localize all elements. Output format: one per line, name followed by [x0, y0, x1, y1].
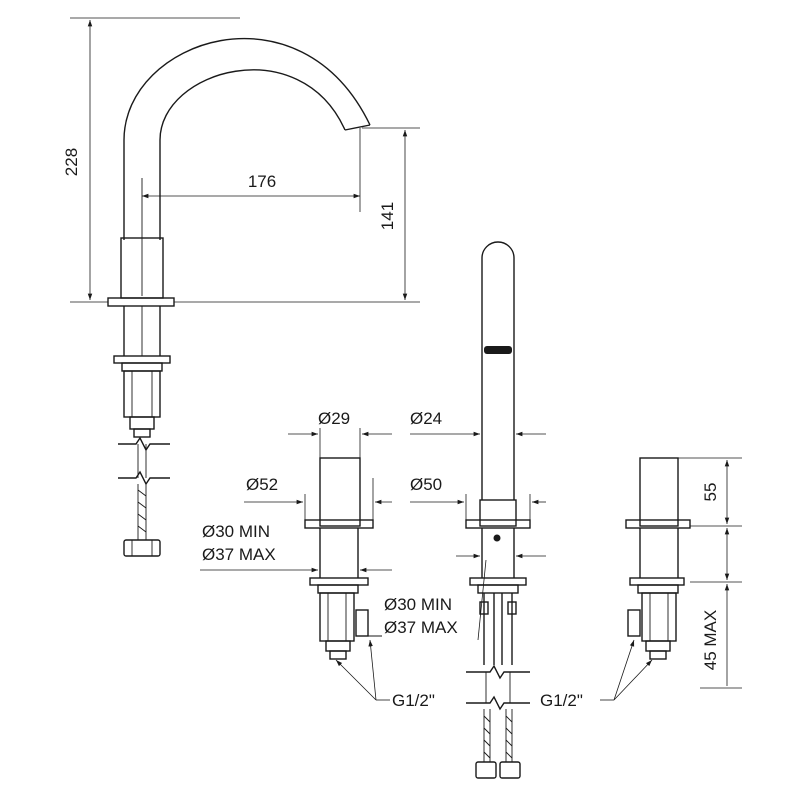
dim-141-label: 141 [378, 202, 397, 230]
dim-d50-label: Ø50 [410, 475, 442, 494]
front-center-spout [465, 241, 531, 779]
thread-right-label: G1/2" [540, 691, 583, 710]
dim-228-label: 228 [62, 148, 81, 176]
front-right-handle [625, 457, 691, 660]
dim-176-label: 176 [248, 172, 276, 191]
front-left-dimensions: Ø29 Ø52 Ø30 MIN Ø37 MAX [200, 409, 392, 573]
dim-hole-min-center-label: Ø30 MIN [384, 595, 452, 614]
thread-left-label: G1/2" [392, 691, 435, 710]
dim-hole-max-center-label: Ø37 MAX [384, 618, 458, 637]
dim-d24-label: Ø24 [410, 409, 442, 428]
dim-d29-label: Ø29 [318, 409, 350, 428]
dim-45max-label: 45 MAX [701, 610, 720, 670]
front-right-dimensions: 55 45 MAX [678, 457, 742, 689]
side-view [107, 37, 371, 557]
side-view-dimensions: 228 176 141 [62, 17, 420, 303]
thread-callouts: G1/2" G1/2" [335, 639, 653, 710]
dim-hole-max-left-label: Ø37 MAX [202, 545, 276, 564]
dim-d52-label: Ø52 [246, 475, 278, 494]
dim-hole-min-left-label: Ø30 MIN [202, 522, 270, 541]
front-center-dimensions: Ø24 Ø50 Ø30 MIN Ø37 MAX [384, 409, 546, 641]
front-left-handle [304, 457, 382, 660]
dim-55-label: 55 [701, 483, 720, 502]
